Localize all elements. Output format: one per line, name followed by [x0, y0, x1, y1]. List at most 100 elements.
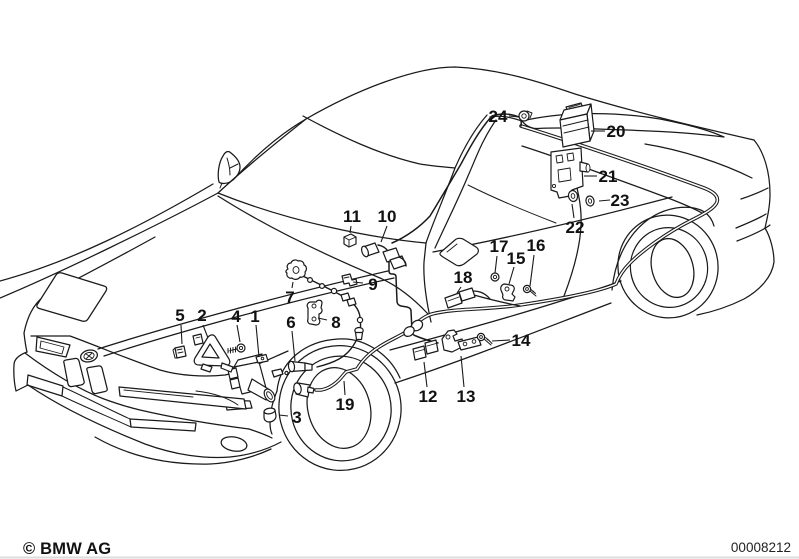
callout-leader-4 [236, 324, 241, 343]
part-sensor-6 [271, 360, 313, 378]
far-headlight [35, 336, 71, 358]
part-siren-detail [229, 377, 241, 390]
part-module-20 [559, 102, 595, 148]
bumper-wheel-edge [248, 428, 273, 439]
windshield-bottom-edge [217, 192, 427, 244]
bumper-strip-right [129, 418, 197, 432]
part-bracket-15 [500, 283, 516, 302]
part-oring-17 [490, 272, 500, 282]
rear-tire-inner [629, 226, 709, 309]
part-grommet-3-detail [263, 407, 276, 415]
callout-leader-3 [278, 414, 289, 417]
part-bracket-21-detail [555, 152, 575, 164]
part-clip-9-detail [341, 273, 358, 287]
wire-mushroom-plug [354, 326, 364, 341]
callout-label-12: 12 [419, 387, 438, 406]
part-connectors-12-detail [424, 339, 439, 355]
part-clip-9-detail [343, 276, 350, 279]
callout-label-5: 5 [175, 306, 184, 325]
front-wheel-arch [276, 338, 401, 392]
callout-label-16: 16 [527, 236, 546, 255]
callout-label-17: 17 [490, 237, 509, 256]
callout-label-4: 4 [231, 307, 241, 326]
part-connector-10-detail [398, 256, 407, 267]
part-sensor-6-detail [304, 362, 313, 372]
tail-outline [696, 139, 775, 316]
callout-leader-7 [291, 281, 294, 289]
part-triangle-bracket-detail [220, 362, 234, 373]
rear-wheel-arch [611, 206, 715, 291]
part-grommet-22-detail [570, 193, 576, 199]
part-bracket-13-detail [471, 339, 477, 344]
part-connectors-12-detail [414, 349, 425, 353]
tail-trim-line-2 [736, 224, 771, 242]
callout-leader-23 [598, 199, 611, 202]
part-clip-24 [518, 110, 533, 122]
cable-main-run-core [315, 125, 719, 391]
tail-trim-line-1 [735, 213, 767, 229]
part-plug-19 [293, 382, 315, 398]
callout-label-8: 8 [331, 313, 340, 332]
callout-label-15: 15 [507, 249, 526, 268]
part-screw-16 [522, 284, 537, 297]
part-grommet-3 [263, 407, 277, 423]
part-connector-11-detail [343, 236, 357, 248]
far-headlight-inner [39, 340, 65, 355]
part-screw-4-detail [238, 345, 244, 351]
part-screw-4 [227, 343, 246, 354]
callout-leader-6 [291, 330, 296, 362]
part-triangle-bracket-detail [200, 363, 213, 373]
part-screw-14-detail [483, 337, 493, 346]
rear-window [521, 112, 725, 138]
kidney-grille-right [86, 365, 108, 395]
part-sensor-6-detail [271, 368, 284, 378]
cable-door-switch-stub [473, 294, 521, 307]
fog-light [220, 436, 248, 452]
fender-nose-edge [23, 332, 28, 353]
callout-leader-22 [571, 203, 575, 219]
part-triangle-bracket-detail [195, 336, 201, 339]
footer-diagram-number: 00008212 [731, 540, 791, 555]
callout-leader-12 [423, 361, 428, 388]
hood-power-dome [36, 272, 108, 322]
sill-bottom-line [394, 302, 612, 384]
part-module-20-detail [568, 104, 581, 108]
front-rim [306, 367, 372, 449]
far-shoulder-through-glass [467, 184, 557, 224]
part-screw-16-detail [529, 289, 537, 297]
part-bracket-21 [550, 147, 591, 199]
rear-rim [650, 237, 695, 299]
part-bracket-13-detail [445, 334, 451, 340]
part-plug-19-detail [293, 382, 302, 395]
callout-leader-9 [352, 281, 364, 284]
kidney-grille-left [63, 357, 85, 388]
bumper-strip-join-top [62, 386, 131, 420]
part-clip-5-detail [176, 348, 184, 354]
near-headlight-line [123, 389, 194, 398]
part-screw-4-detail [227, 346, 238, 354]
part-clip-5-detail [174, 345, 187, 359]
part-triangle-bracket [192, 333, 234, 373]
callout-label-14: 14 [512, 331, 531, 350]
a-pillar-inner [425, 114, 488, 244]
part-plug-19-detail [306, 386, 315, 394]
part-siren-detail [260, 356, 265, 361]
wire-bead-0b [319, 283, 326, 290]
part-module-20-detail [562, 119, 590, 134]
part-grommet-7 [285, 259, 307, 280]
part-bracket-13-detail [462, 341, 468, 347]
part-triangle-bracket-detail [193, 334, 231, 367]
part-sensor-6-detail [287, 360, 296, 373]
wire-bead-4 [356, 316, 364, 324]
footer-copyright: © BMW AG [23, 540, 111, 558]
part-siren [227, 353, 276, 403]
callout-label-18: 18 [454, 268, 473, 287]
taillight-line [740, 187, 769, 200]
bumper-left-cap [13, 351, 29, 392]
hood-left-edge [0, 192, 219, 299]
part-bracket-8-detail [306, 299, 323, 326]
far-beltline [0, 183, 214, 282]
callout-label-11: 11 [343, 207, 361, 226]
